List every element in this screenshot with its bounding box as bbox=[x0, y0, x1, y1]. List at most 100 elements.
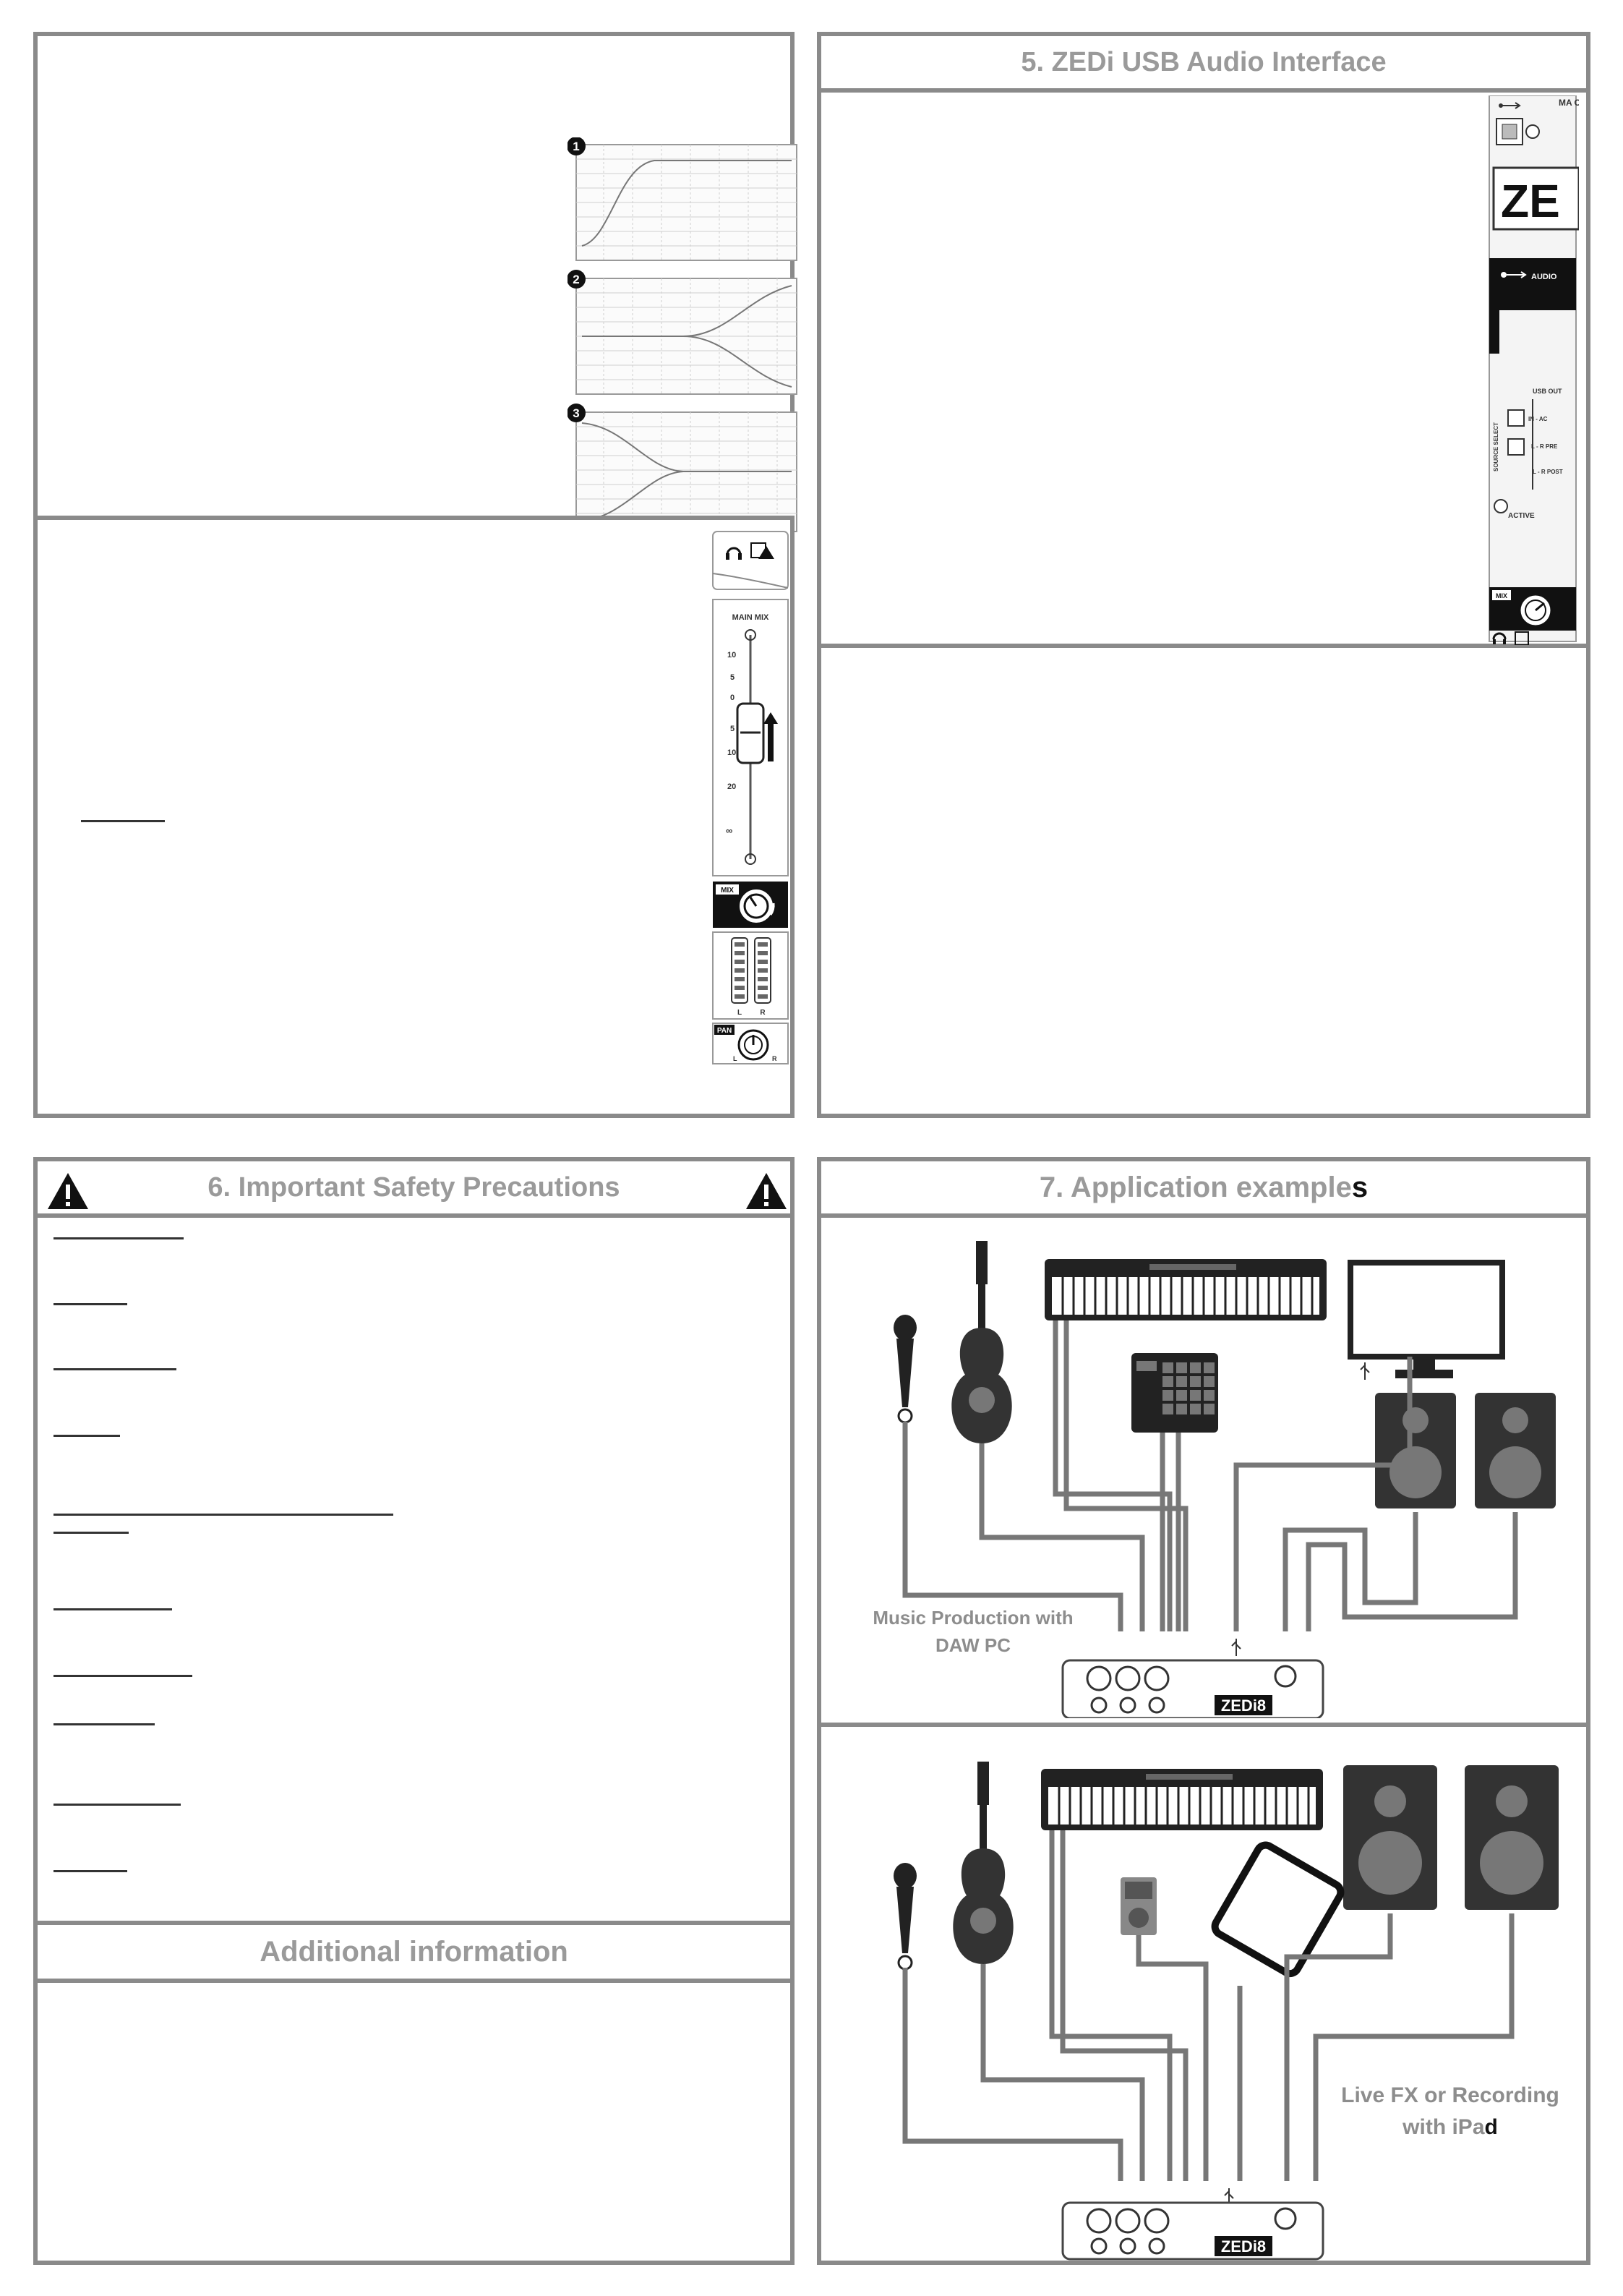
main-mix-fader[interactable]: MAIN MIX 10 5 0 5 10 20 ∞ bbox=[712, 599, 789, 876]
studio-speaker-icon bbox=[1375, 1393, 1456, 1508]
headphone-icon bbox=[726, 547, 742, 560]
microphone-icon bbox=[894, 1863, 917, 1971]
underline-mark bbox=[53, 1608, 172, 1610]
ipad-caption-line-2: with iPad bbox=[1320, 2112, 1580, 2143]
source-button-2[interactable] bbox=[1507, 438, 1525, 456]
additional-divider-bottom bbox=[38, 1979, 790, 1983]
mixer-logo: ZEDi8 bbox=[1221, 2237, 1266, 2256]
zedi-mixer-icon: ZEDi8 bbox=[1061, 2201, 1324, 2261]
additional-title: Additional information bbox=[260, 1935, 568, 1968]
keyboard-icon bbox=[1045, 1259, 1327, 1320]
tablet-icon bbox=[1211, 1841, 1345, 1978]
mix-knob-block[interactable]: MIX bbox=[713, 882, 788, 928]
daw-example-diagram: ZEDi8 bbox=[894, 1241, 1556, 1718]
computer-monitor-icon bbox=[1348, 1260, 1505, 1378]
source-opt-2: L - R PRE bbox=[1531, 443, 1558, 450]
pan-knob-block[interactable]: PAN L R bbox=[712, 1023, 789, 1064]
daw-caption: Music Production with DAW PC bbox=[850, 1604, 1096, 1659]
usb-audio-icon bbox=[1501, 271, 1527, 278]
applications-title-main: 7. Application example bbox=[1039, 1171, 1352, 1203]
acoustic-guitar-icon bbox=[953, 1762, 1014, 1964]
usb-panel-graphic: MA OU ZE AUDIO USB OUT SOURCE SELECT IN … bbox=[1489, 95, 1579, 645]
ipad-caption-line-2-main: with iPa bbox=[1403, 2115, 1485, 2139]
meter-r-label: R bbox=[760, 1009, 766, 1017]
ipad-example-diagram: ZEDi8 bbox=[894, 1762, 1559, 2261]
underline-mark bbox=[53, 1870, 127, 1872]
additional-divider-top bbox=[38, 1921, 790, 1925]
applications-title-end: s bbox=[1351, 1171, 1369, 1203]
eq-graphs: 1 2 3 bbox=[568, 137, 797, 532]
underline-mark bbox=[53, 1303, 127, 1305]
arrow-up-icon bbox=[763, 712, 778, 761]
underline-mark bbox=[53, 1723, 155, 1725]
pan-r-label: R bbox=[772, 1055, 777, 1062]
pan-label: PAN bbox=[717, 1027, 732, 1035]
eq-graph-3 bbox=[575, 411, 797, 532]
underline-mark bbox=[53, 1532, 129, 1534]
underline-mark bbox=[81, 820, 165, 822]
fader-scale-20: 20 bbox=[727, 782, 736, 791]
main-out-label: MA OU bbox=[1559, 98, 1579, 108]
mixer-logo: ZEDi8 bbox=[1221, 1697, 1266, 1715]
studio-speaker-icon bbox=[1475, 1393, 1556, 1508]
fader-scale-10: 10 bbox=[727, 748, 736, 757]
fader-panel: MAIN MIX 10 5 0 5 10 20 ∞ MIX bbox=[33, 516, 795, 1118]
usb-port-icon bbox=[1496, 102, 1523, 145]
triangle-icon bbox=[758, 546, 774, 559]
eq-panel: 1 2 3 bbox=[33, 32, 797, 532]
source-opt-1: IN - AC bbox=[1528, 416, 1548, 422]
underline-mark bbox=[53, 1514, 393, 1516]
usb-mix-label: MIX bbox=[1496, 592, 1507, 599]
usb-symbol-icon bbox=[1231, 1639, 1241, 1656]
fader-scale-10-top: 10 bbox=[727, 651, 736, 660]
meter-l-label: L bbox=[737, 1009, 742, 1017]
fader-scale-0: 0 bbox=[730, 694, 735, 702]
ipad-caption: Live FX or Recording with iPad bbox=[1320, 2080, 1580, 2143]
fader-scale-5: 5 bbox=[730, 725, 735, 733]
studio-speaker-icon bbox=[1343, 1765, 1437, 1910]
safety-title: 6. Important Safety Precautions bbox=[38, 1161, 790, 1218]
fader-scale-5-top: 5 bbox=[730, 673, 735, 682]
zedi-usb-title: 5. ZEDi USB Audio Interface bbox=[821, 36, 1586, 93]
mix-label: MIX bbox=[721, 887, 734, 895]
underline-mark bbox=[53, 1237, 184, 1239]
pad-controller-icon bbox=[1131, 1353, 1218, 1433]
daw-caption-line-2: DAW PC bbox=[935, 1634, 1011, 1656]
eq-graph-1 bbox=[575, 144, 797, 261]
source-opt-3: L - R POST bbox=[1533, 469, 1563, 475]
underline-mark bbox=[53, 1368, 176, 1370]
zedi-mixer-icon: ZEDi8 bbox=[1061, 1659, 1324, 1718]
square-icon bbox=[1515, 631, 1529, 645]
source-button-1[interactable] bbox=[1507, 409, 1525, 427]
underline-mark bbox=[53, 1435, 120, 1437]
audio-label: AUDIO bbox=[1531, 273, 1557, 281]
eq-graph-2 bbox=[575, 278, 797, 395]
headphone-icon bbox=[1492, 632, 1507, 644]
fader-scale-inf: ∞ bbox=[726, 825, 732, 836]
daw-caption-line-1: Music Production with bbox=[873, 1607, 1074, 1629]
zedi-logo: ZE bbox=[1501, 175, 1560, 227]
usb-symbol-icon bbox=[1360, 1362, 1370, 1380]
applications-divider bbox=[821, 1723, 1586, 1727]
level-meters: L R bbox=[712, 931, 789, 1020]
source-select-label: SOURCE SELECT bbox=[1493, 422, 1499, 471]
underline-mark bbox=[53, 1804, 181, 1806]
zedi-divider bbox=[821, 644, 1586, 648]
keyboard-icon bbox=[1041, 1769, 1323, 1830]
usb-out-label: USB OUT bbox=[1533, 388, 1562, 395]
microphone-icon bbox=[894, 1315, 917, 1424]
headphone-block bbox=[712, 531, 789, 590]
eq-marker-1: 1 bbox=[573, 140, 579, 153]
underline-mark bbox=[53, 1675, 192, 1677]
acoustic-guitar-icon bbox=[951, 1241, 1012, 1443]
fader-strip: MAIN MIX 10 5 0 5 10 20 ∞ MIX bbox=[712, 531, 789, 1064]
studio-speaker-icon bbox=[1465, 1765, 1559, 1910]
warning-icon bbox=[746, 1173, 787, 1209]
eq-marker-3: 3 bbox=[573, 406, 579, 420]
ipad-caption-line-2-end: d bbox=[1484, 2115, 1498, 2139]
safety-panel: 6. Important Safety Precautions Addition… bbox=[33, 1157, 795, 2265]
active-led bbox=[1494, 499, 1508, 513]
warning-icon bbox=[48, 1173, 88, 1209]
pan-l-label: L bbox=[733, 1055, 737, 1062]
